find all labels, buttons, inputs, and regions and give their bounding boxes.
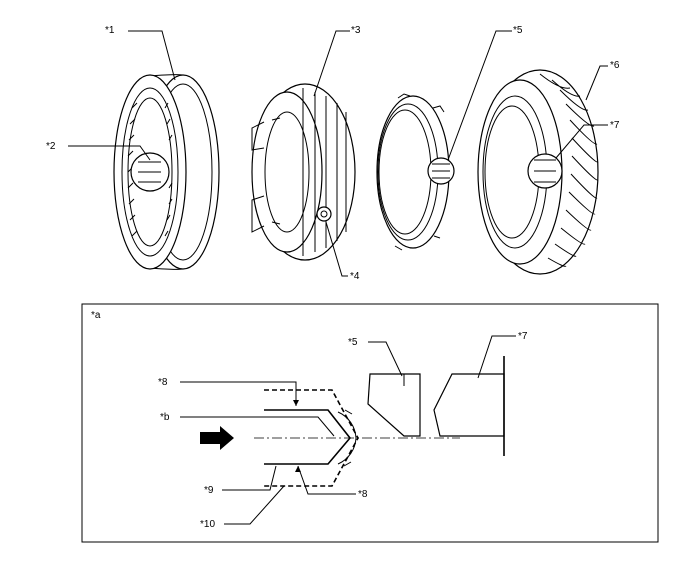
- callout-3: *3: [351, 25, 361, 36]
- callout-7-detail: *7: [518, 331, 528, 342]
- detail-ring-tooth-5: [367, 373, 421, 437]
- callout-5: *5: [513, 25, 523, 36]
- detail-box-a: [81, 303, 659, 543]
- part-6-gear: [477, 69, 599, 275]
- callout-a: *a: [91, 310, 101, 321]
- detail-gear-tooth-7: [433, 356, 505, 456]
- callout-6: *6: [610, 60, 620, 71]
- part-5-ring: [376, 93, 455, 251]
- callout-5-detail: *5: [348, 337, 358, 348]
- callout-b: *b: [160, 412, 170, 423]
- part-1-splines: [127, 102, 173, 237]
- callout-4: *4: [350, 271, 360, 282]
- callout-9: *9: [204, 485, 214, 496]
- callout-1: *1: [105, 25, 115, 36]
- callout-10: *10: [200, 519, 215, 530]
- part-1-sleeve: [113, 74, 220, 270]
- direction-arrow-icon: [200, 426, 234, 450]
- leader-lines-top: [68, 30, 608, 277]
- callout-8-bottom: *8: [358, 489, 368, 500]
- callout-7: *7: [610, 120, 620, 131]
- part-6-helical-teeth: [539, 73, 599, 267]
- leader-lines-detail: [180, 335, 516, 525]
- part-4-key-ball: [316, 206, 332, 222]
- detail-sleeve-tooth: [254, 389, 460, 487]
- detail-angle-b: [337, 409, 357, 467]
- callout-8-top: *8: [158, 377, 168, 388]
- part-3-hub: [251, 83, 356, 261]
- callout-2: *2: [46, 141, 56, 152]
